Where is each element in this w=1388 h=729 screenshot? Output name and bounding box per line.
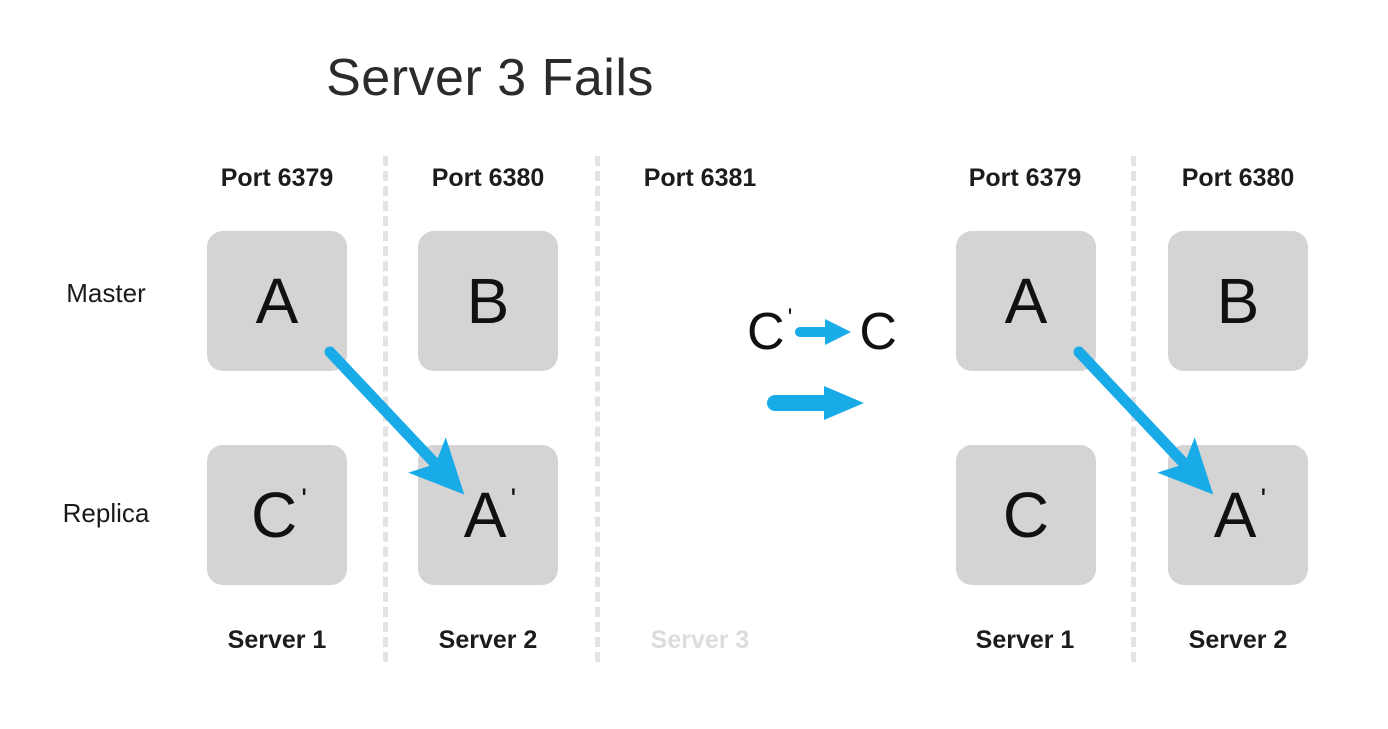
node-after-server1-replica[interactable]: C xyxy=(956,445,1096,585)
promotion-annotation: C' C xyxy=(732,300,912,364)
node-glyph: B xyxy=(466,265,510,337)
node-glyph: A xyxy=(255,265,299,337)
port-label-after-server1: Port 6379 xyxy=(968,164,1082,192)
server-label-before-server2: Server 2 xyxy=(438,626,538,654)
promotion-arrow-icon xyxy=(795,319,852,345)
node-glyph: C' xyxy=(251,479,307,551)
port-label-after-server2: Port 6380 xyxy=(1181,164,1295,192)
server-label-before-server1: Server 1 xyxy=(227,626,327,654)
promotion-target: C xyxy=(859,303,897,361)
node-glyph: A' xyxy=(463,479,517,551)
node-before-server2-master[interactable]: B xyxy=(418,231,558,371)
column-divider-3 xyxy=(1131,156,1136,662)
node-before-server2-replica[interactable]: A' xyxy=(418,445,558,585)
port-label-before-server2: Port 6380 xyxy=(431,164,545,192)
node-before-server1-master[interactable]: A xyxy=(207,231,347,371)
node-before-server1-replica[interactable]: C' xyxy=(207,445,347,585)
server-label-after-server1: Server 1 xyxy=(975,626,1075,654)
column-divider-1 xyxy=(383,156,388,662)
column-divider-2 xyxy=(595,156,600,662)
node-glyph: B xyxy=(1216,265,1260,337)
row-label-replica: Replica xyxy=(62,498,150,528)
node-glyph: A xyxy=(1004,265,1048,337)
node-glyph: C xyxy=(1002,479,1050,551)
node-glyph: A' xyxy=(1213,479,1267,551)
prime-mark: ' xyxy=(510,483,517,516)
port-label-before-server3: Port 6381 xyxy=(643,164,757,192)
prime-mark: ' xyxy=(1260,483,1267,516)
promotion-source: C' xyxy=(747,303,793,361)
page-title: Server 3 Fails xyxy=(326,49,654,107)
failover-transition-arrow-icon xyxy=(767,386,864,420)
port-label-before-server1: Port 6379 xyxy=(220,164,334,192)
server-label-before-server3-failed: Server 3 xyxy=(650,626,750,654)
node-after-server2-master[interactable]: B xyxy=(1168,231,1308,371)
prime-mark: ' xyxy=(301,483,307,516)
server-label-after-server2: Server 2 xyxy=(1188,626,1288,654)
row-label-master: Master xyxy=(66,278,146,308)
node-after-server2-replica[interactable]: A' xyxy=(1168,445,1308,585)
prime-mark: ' xyxy=(787,304,793,332)
node-after-server1-master[interactable]: A xyxy=(956,231,1096,371)
